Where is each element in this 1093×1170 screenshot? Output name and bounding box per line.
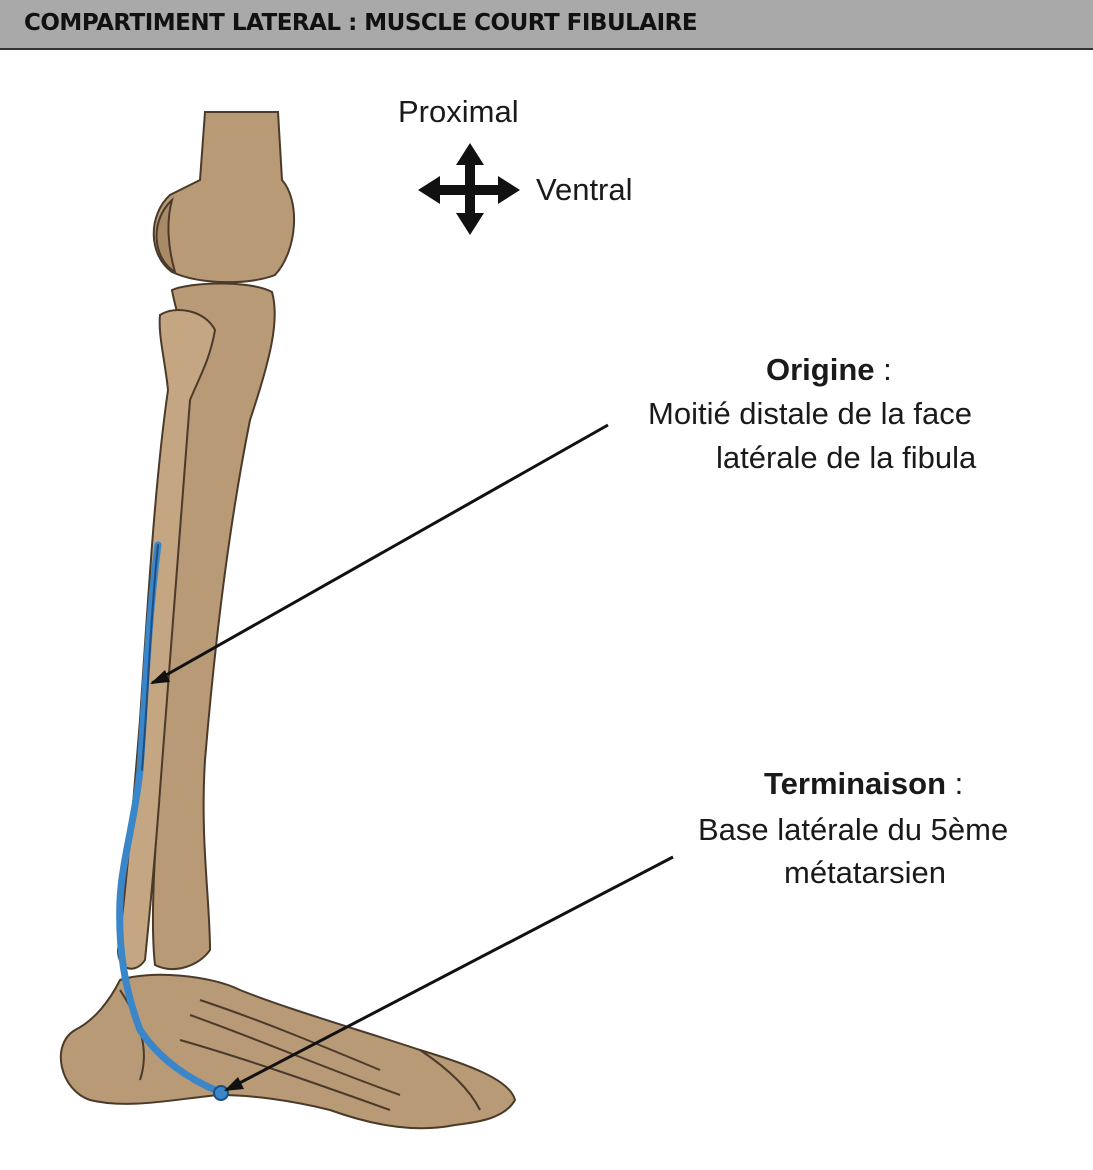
insertion-line-1: Base latérale du 5ème xyxy=(698,812,1009,847)
patella xyxy=(155,196,177,275)
insertion-pointer-line xyxy=(224,855,674,1092)
header-bar: COMPARTIMENT LATERAL : MUSCLE COURT FIBU… xyxy=(0,0,1093,50)
court-fibulaire-muscle xyxy=(116,541,229,1101)
fibula xyxy=(116,309,217,970)
ventral-label: Ventral xyxy=(536,172,633,207)
origin-line-2: latérale de la fibula xyxy=(716,440,977,475)
origin-heading: Origine : xyxy=(766,352,892,388)
insertion-separator: : xyxy=(946,766,964,801)
origin-separator: : xyxy=(874,352,892,387)
femur-distal xyxy=(152,111,296,284)
proximal-label: Proximal xyxy=(398,94,519,129)
insertion-title: Terminaison xyxy=(764,766,947,801)
insertion-heading: Terminaison : xyxy=(764,766,963,802)
insertion-line-2: métatarsien xyxy=(784,855,946,890)
four-way-arrow-icon xyxy=(418,143,520,235)
page-title: COMPARTIMENT LATERAL : MUSCLE COURT FIBU… xyxy=(24,10,698,36)
origin-pointer-line xyxy=(150,423,609,685)
origin-line-1: Moitié distale de la face xyxy=(648,396,972,431)
foot xyxy=(59,973,517,1130)
origin-title: Origine xyxy=(766,352,875,387)
